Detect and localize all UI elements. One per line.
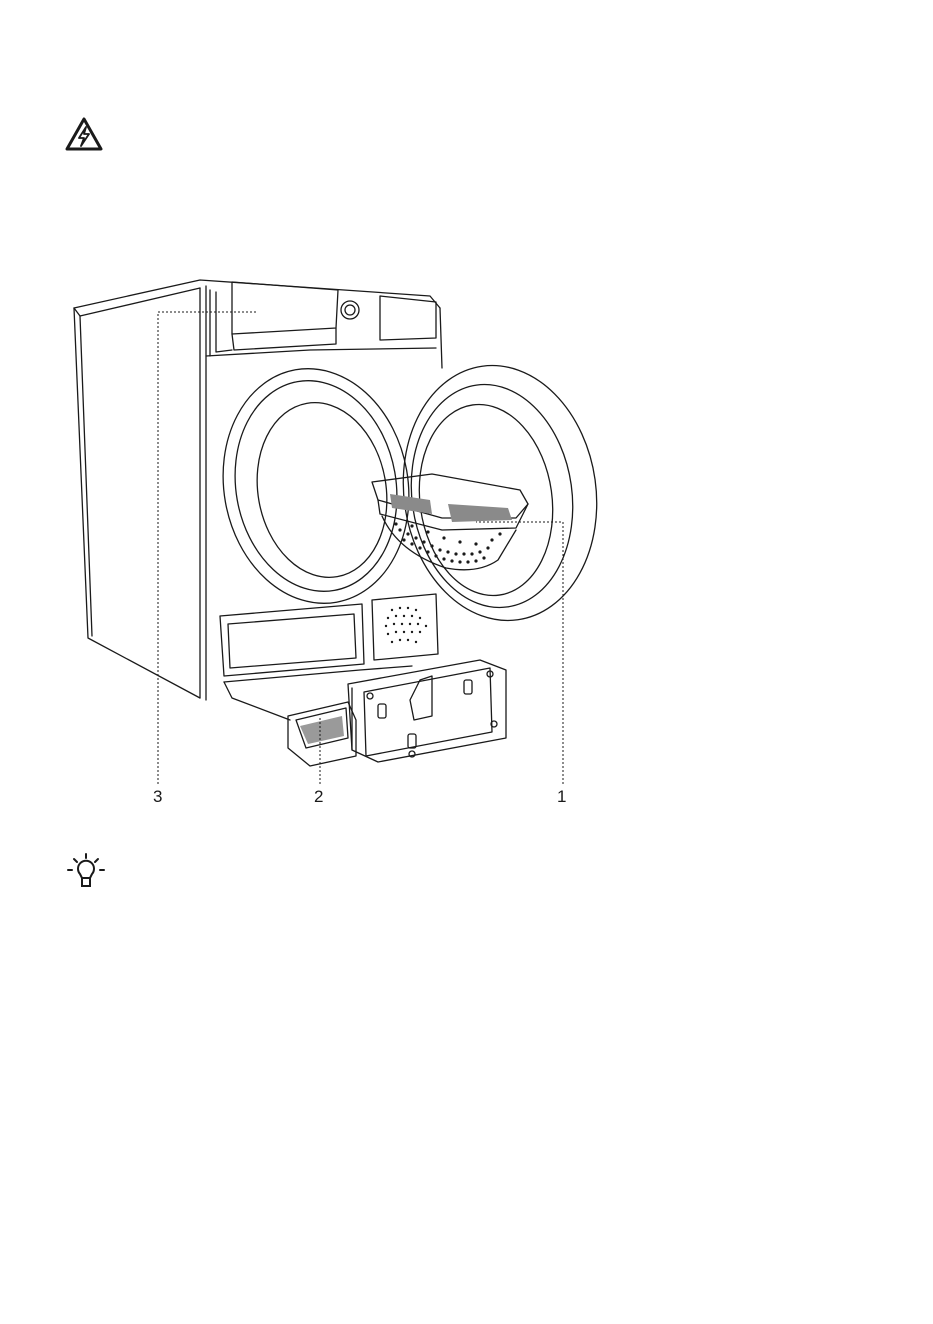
electrical-hazard-icon (64, 116, 104, 152)
lightbulb-icon (66, 852, 106, 892)
callout-1: 1 (557, 787, 566, 807)
callout-2: 2 (314, 787, 323, 807)
tumble-dryer-illustration (60, 268, 620, 813)
callout-3: 3 (153, 787, 162, 807)
